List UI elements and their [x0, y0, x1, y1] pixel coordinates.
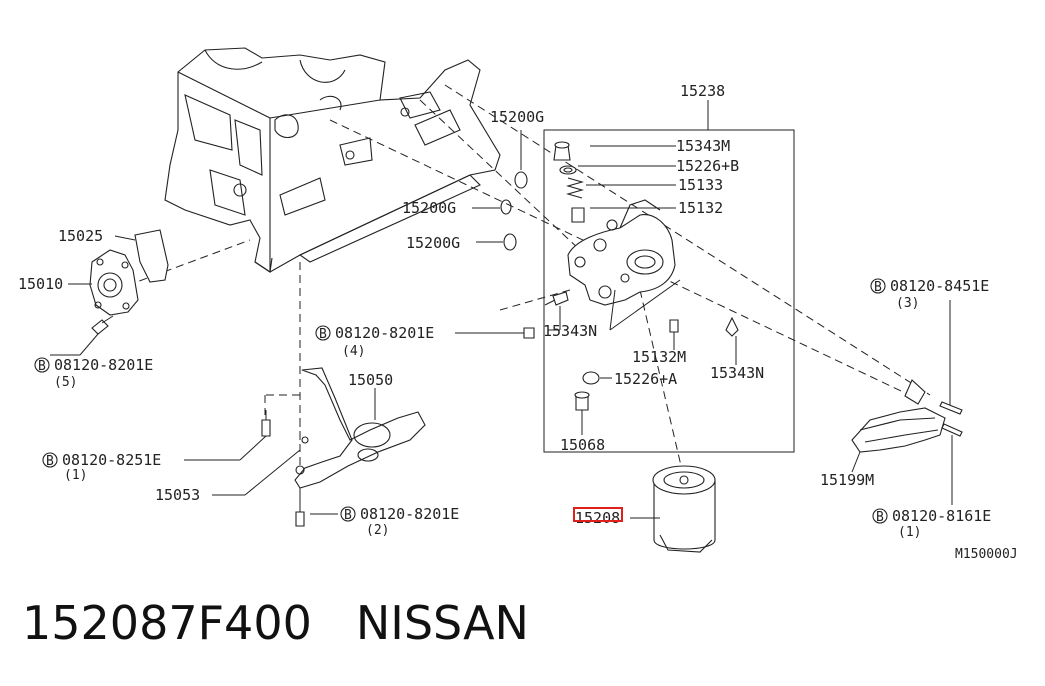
label-15050: 15050: [348, 371, 393, 389]
oil-filter-bracket: [567, 199, 676, 306]
bolt-marker-e: B: [874, 280, 882, 295]
label-15132: 15132: [678, 199, 723, 217]
label-08120-8251e: 08120-8251E: [62, 451, 161, 469]
baffle-plate: [851, 300, 963, 505]
label-15053: 15053: [155, 486, 200, 504]
label-15200g-mid: 15200G: [402, 199, 456, 217]
label-08120-8161e: 08120-8161E: [892, 507, 991, 525]
label-15343n-right: 15343N: [710, 364, 764, 382]
relief-valve-parts: [553, 141, 676, 223]
label-08120-8451e: 08120-8451E: [890, 277, 989, 295]
bolt-marker-f: B: [876, 510, 884, 525]
reference-code: M150000J: [955, 547, 1018, 562]
bolt-marker-c: B: [46, 454, 54, 469]
label-15343n-left: 15343N: [543, 322, 597, 340]
label-15226a: 15226+A: [614, 370, 677, 388]
label-08120-8201e-a: 08120-8201E: [54, 356, 153, 374]
brand-name: NISSAN: [355, 596, 529, 650]
label-15226b: 15226+B: [676, 157, 739, 175]
bolt-marker-d: B: [344, 508, 352, 523]
qty-08120-8201e-c: (2): [366, 523, 389, 538]
label-15132m: 15132M: [632, 348, 686, 366]
qty-08120-8251e: (1): [64, 468, 87, 483]
label-15010: 15010: [18, 275, 63, 293]
bolt-marker-b: B: [319, 327, 327, 342]
engine-block: [164, 47, 501, 273]
label-15200g-top: 15200G: [490, 108, 544, 126]
label-15068: 15068: [560, 436, 605, 454]
qty-08120-8201e-b: (4): [342, 344, 365, 359]
bolt-marker-a: B: [38, 359, 46, 374]
highlight-box: [573, 507, 623, 522]
detail-box: [543, 129, 795, 453]
label-15199m: 15199M: [820, 471, 874, 489]
oil-filter: [630, 465, 716, 553]
footer-caption: 152087F400 NISSAN: [22, 596, 529, 650]
label-15200g-low: 15200G: [406, 234, 460, 252]
label-15025: 15025: [58, 227, 103, 245]
qty-08120-8161e: (1): [898, 525, 921, 540]
callout-labels: 15238 15200G 15343M 15226+B 15133 15132 …: [18, 82, 1018, 562]
front-cover: [50, 229, 169, 356]
qty-08120-8201e-a: (5): [54, 375, 77, 390]
detail-bolts: [544, 279, 739, 435]
label-15208: 15208: [575, 509, 620, 527]
label-15133: 15133: [678, 176, 723, 194]
part-number: 152087F400: [22, 596, 312, 650]
label-15238: 15238: [680, 82, 725, 100]
oil-strainer: [184, 367, 426, 527]
label-08120-8201e-b: 08120-8201E: [335, 324, 434, 342]
label-08120-8201e-c: 08120-8201E: [360, 505, 459, 523]
label-15343m: 15343M: [676, 137, 730, 155]
o-rings: [472, 130, 528, 251]
qty-08120-8451e: (3): [896, 296, 919, 311]
